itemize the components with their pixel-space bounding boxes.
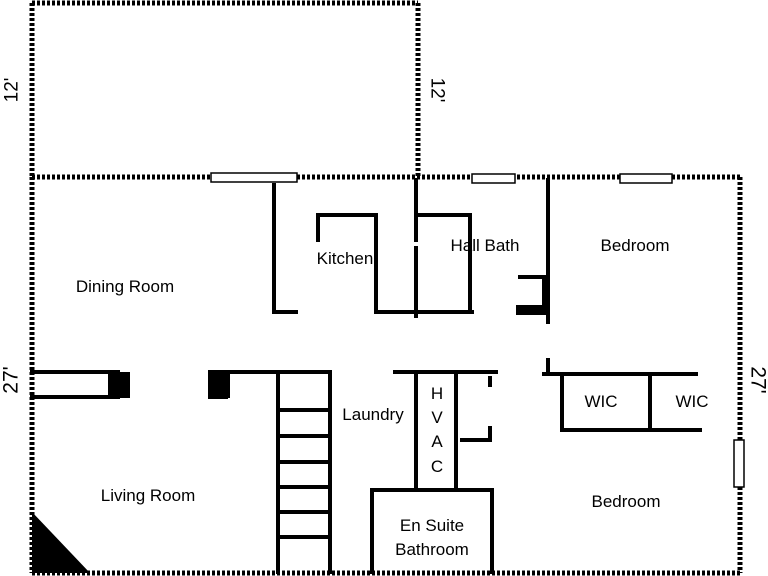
label-hvac-v: V: [431, 408, 443, 427]
label-hvac-h: H: [431, 384, 443, 403]
dim-deck-left: 12': [2, 78, 23, 103]
dim-house-right: 27': [747, 366, 768, 393]
window-hall-bath: [471, 173, 516, 184]
interior-walls: [30, 178, 702, 574]
label-bedroom-upper: Bedroom: [601, 236, 670, 255]
label-dining-room: Dining Room: [76, 277, 174, 296]
label-wic-right: WIC: [675, 392, 708, 411]
label-wic-left: WIC: [584, 392, 617, 411]
closet-jamb: [516, 305, 546, 315]
window-bedroom-lower: [733, 439, 745, 488]
post-living-left: [108, 372, 130, 398]
deck-outline: [29, 0, 421, 177]
label-bedroom-lower: Bedroom: [592, 492, 661, 511]
window-dining: [210, 172, 298, 183]
label-hvac-a: A: [431, 432, 443, 451]
label-en-suite-line2: Bathroom: [395, 540, 469, 559]
solid-fills: [32, 305, 546, 573]
dim-house-left: 27': [0, 366, 23, 393]
dimension-labels: 12' 12' 27' 27': [0, 78, 768, 394]
label-living-room: Living Room: [101, 486, 196, 505]
label-kitchen: Kitchen: [317, 249, 374, 268]
label-laundry: Laundry: [342, 405, 404, 424]
post-living-right: [208, 372, 230, 398]
room-labels: Dining Room Kitchen Hall Bath Bedroom La…: [76, 236, 709, 559]
dim-deck-right: 12': [427, 78, 448, 103]
label-hall-bath: Hall Bath: [451, 236, 520, 255]
label-hvac-c: C: [431, 457, 443, 476]
corner-fill: [32, 512, 90, 573]
windows: [210, 172, 745, 488]
window-bedroom-upper: [619, 173, 673, 184]
label-en-suite-line1: En Suite: [400, 516, 464, 535]
